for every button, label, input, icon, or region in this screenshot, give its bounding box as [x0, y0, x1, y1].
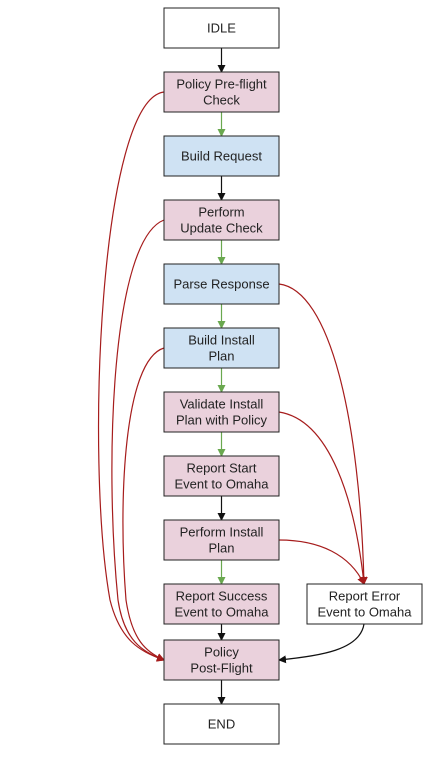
node-label-validate-install-plan-line-1: Validate Install: [180, 397, 264, 412]
node-label-report-start-line-2: Event to Omaha: [175, 477, 270, 492]
node-label-report-error-line-2: Event to Omaha: [318, 605, 413, 620]
node-box-report-start: [163, 455, 280, 497]
node-label-perform-update-check-line-1: Perform: [198, 205, 244, 220]
node-label-report-error-line-1: Report Error: [329, 589, 401, 604]
node-label-report-success-line-2: Event to Omaha: [175, 605, 270, 620]
node-box-policy-preflight: [163, 71, 280, 113]
node-label-end-line-1: END: [208, 717, 235, 732]
node-box-idle: [163, 7, 280, 49]
node-box-build-install-plan: [163, 327, 280, 369]
node-build-request: Build Request: [163, 135, 280, 177]
node-label-build-request-line-1: Build Request: [181, 149, 262, 164]
edge-perform-install-plan-to-report-error: [278, 539, 365, 585]
node-label-perform-install-plan-line-2: Plan: [208, 541, 234, 556]
node-parse-response: Parse Response: [163, 263, 280, 305]
node-label-perform-update-check-line-2: Update Check: [180, 221, 263, 236]
node-label-policy-postflight-line-1: Policy: [204, 645, 239, 660]
edge-perform-update-check-to-policy-postflight: [111, 219, 165, 662]
node-label-validate-install-plan-line-2: Plan with Policy: [176, 413, 268, 428]
node-label-policy-postflight-line-2: Post-Flight: [190, 661, 253, 676]
node-box-end: [163, 703, 280, 745]
node-box-report-error: [306, 583, 423, 625]
edge-parse-response-to-report-error: [278, 283, 368, 585]
node-label-policy-preflight-line-1: Policy Pre-flight: [176, 77, 267, 92]
edge-policy-preflight-to-policy-postflight: [97, 91, 165, 662]
node-label-policy-preflight-line-2: Check: [203, 93, 240, 108]
node-box-validate-install-plan: [163, 391, 280, 433]
node-end: END: [163, 703, 280, 745]
node-box-report-success: [163, 583, 280, 625]
node-label-report-start-line-1: Report Start: [186, 461, 256, 476]
edges-layer: [97, 48, 368, 705]
edge-validate-install-plan-to-report-error: [278, 411, 368, 585]
edge-report-error-to-policy-postflight: [278, 623, 365, 664]
edge-build-install-plan-to-policy-postflight: [122, 347, 165, 661]
node-box-perform-update-check: [163, 199, 280, 241]
node-label-perform-install-plan-line-1: Perform Install: [180, 525, 264, 540]
node-box-policy-postflight: [163, 639, 280, 681]
node-box-parse-response: [163, 263, 280, 305]
node-label-idle-line-1: IDLE: [207, 21, 236, 36]
node-label-report-success-line-1: Report Success: [176, 589, 268, 604]
node-box-build-request: [163, 135, 280, 177]
node-label-build-install-plan-line-1: Build Install: [188, 333, 255, 348]
node-label-build-install-plan-line-2: Plan: [208, 349, 234, 364]
node-idle: IDLE: [163, 7, 280, 49]
node-label-parse-response-line-1: Parse Response: [173, 277, 269, 292]
node-box-perform-install-plan: [163, 519, 280, 561]
